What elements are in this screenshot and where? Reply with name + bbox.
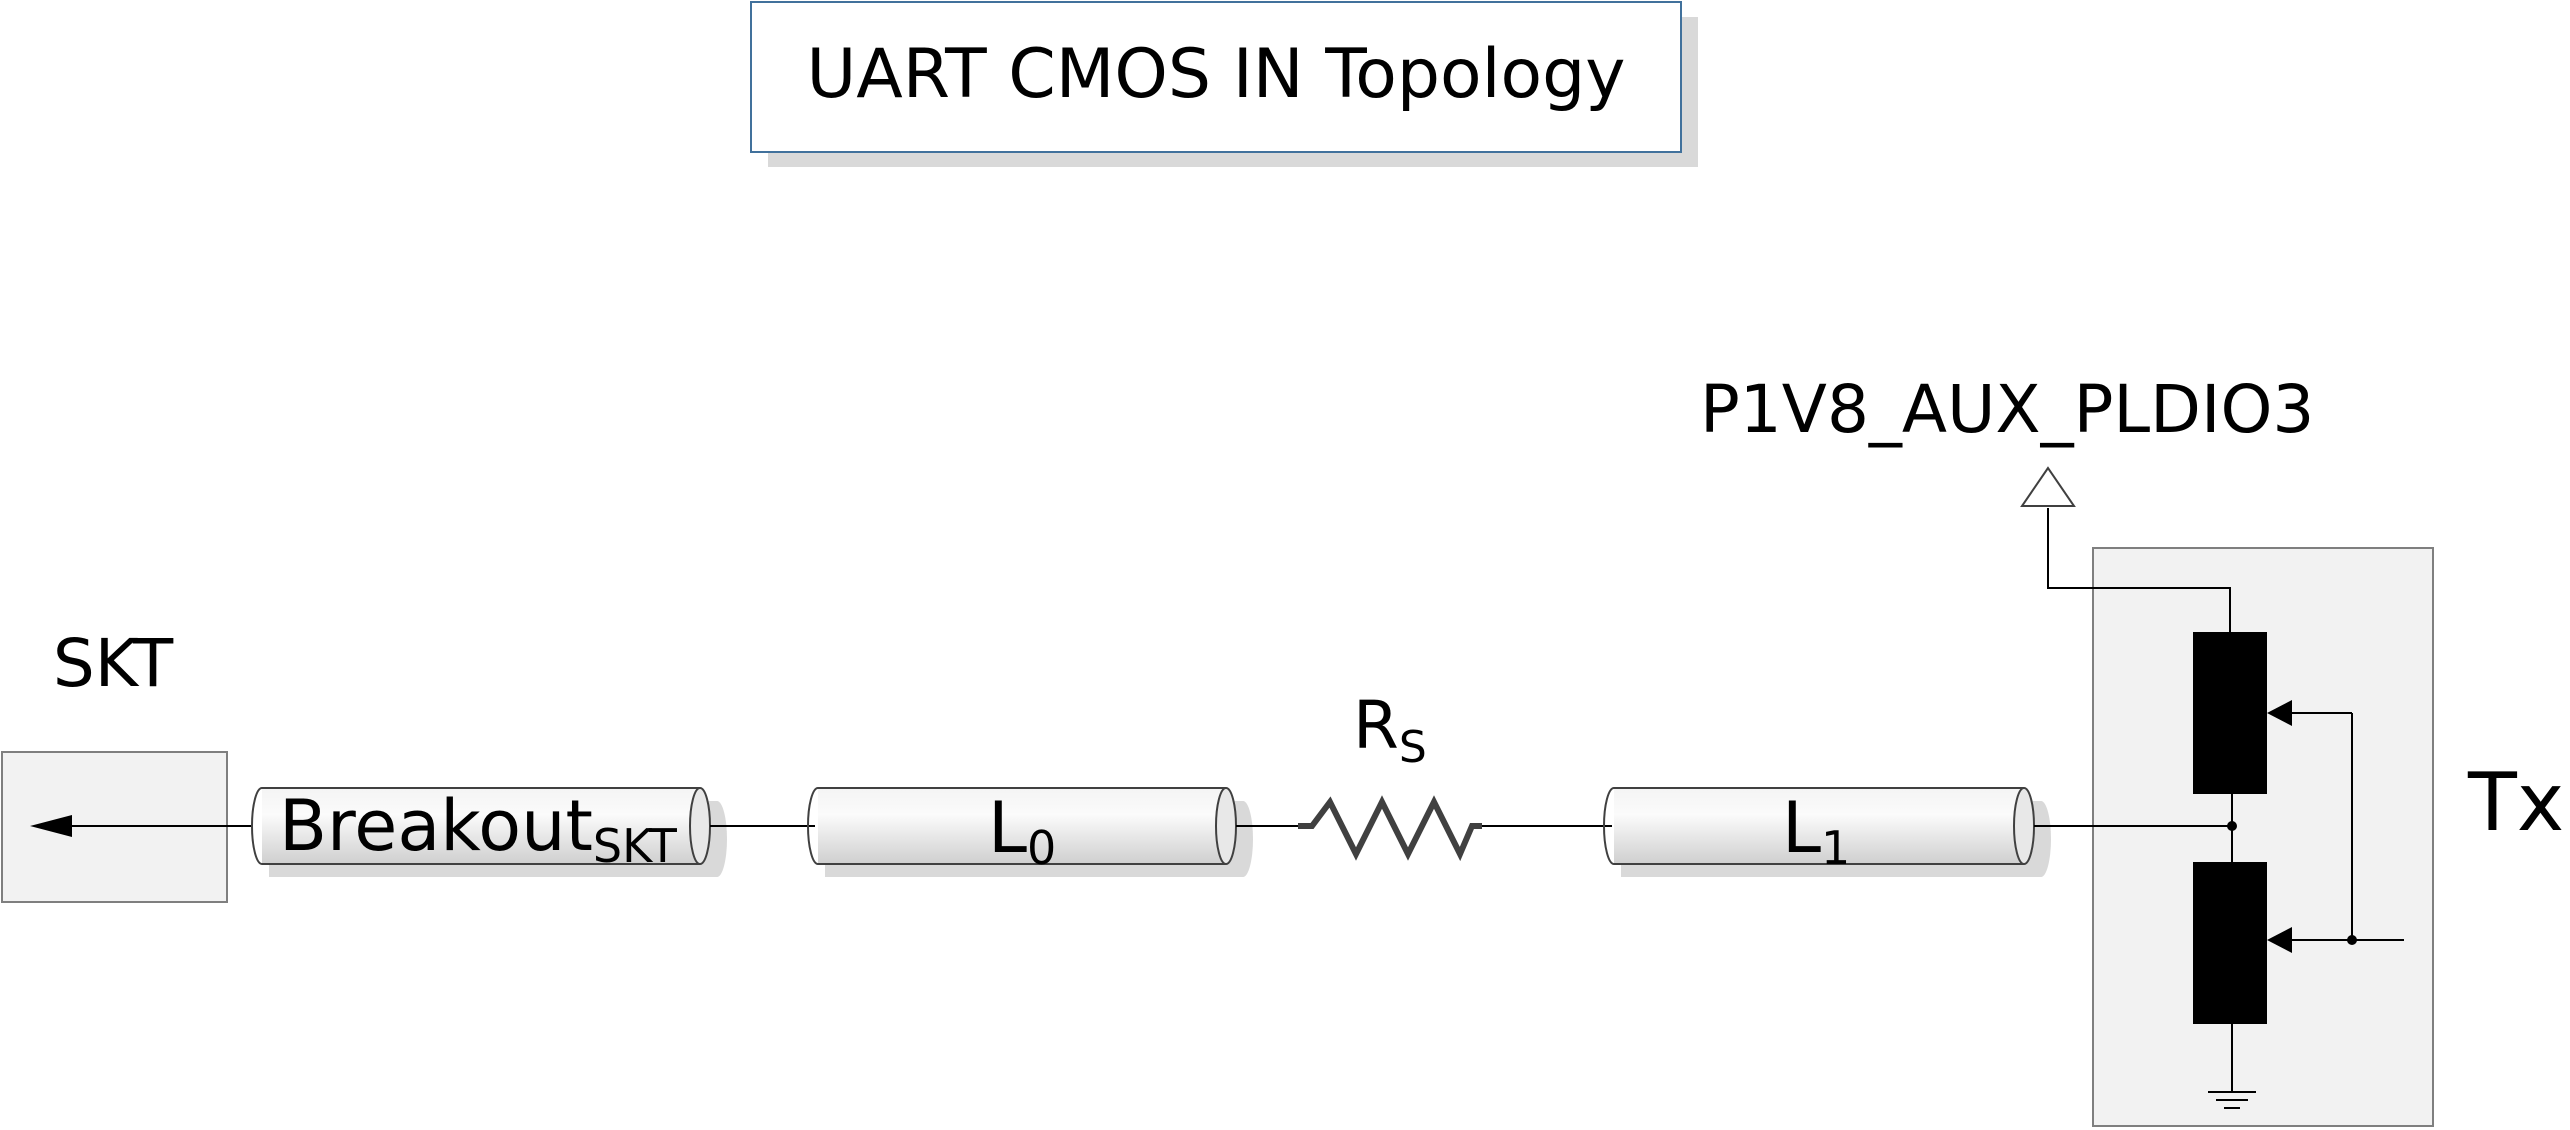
l0-line: L0 [807, 787, 1253, 877]
resistor-zigzag-icon [1298, 795, 1482, 862]
supply-wire [2047, 508, 2231, 632]
l1-line: L1 [1603, 787, 2051, 877]
ground-icon [2208, 1091, 2256, 1109]
arrow-left-icon [30, 815, 72, 837]
pulldown-transistor [2193, 862, 2267, 1024]
resistor-rs: RS [1298, 687, 1482, 862]
breakout-end-cap [689, 787, 711, 865]
l0-end-cap [1215, 787, 1237, 865]
l1-body [1614, 788, 2024, 864]
lower-gate-arrow-icon [2267, 927, 2292, 953]
l1-end-cap [2013, 787, 2035, 865]
tx-driver: Tx [2020, 466, 2564, 1127]
tx-label: Tx [2467, 756, 2564, 849]
l0-body [818, 788, 1226, 864]
skt-label: SKT [53, 625, 174, 702]
power-rail-label: P1V8_AUX_PLDIO3 [1700, 371, 2314, 448]
resistor-label: RS [1353, 687, 1427, 773]
breakout-body [262, 788, 700, 864]
power-triangle-icon [2020, 466, 2076, 507]
pullup-transistor [2193, 632, 2267, 794]
upper-gate-arrow-icon [2267, 700, 2292, 726]
gate-node [2347, 935, 2357, 945]
breakout-line: BreakoutSKT [251, 785, 727, 877]
skt-socket: SKT [1, 625, 252, 903]
diagram-title: UART CMOS IN Topology [807, 35, 1626, 114]
title-frame [750, 1, 1682, 153]
breakout-label: BreakoutSKT [279, 785, 678, 873]
l0-label: L0 [988, 787, 1056, 875]
l1-label: L1 [1782, 787, 1850, 875]
title-box: UART CMOS IN Topology [750, 1, 1698, 167]
